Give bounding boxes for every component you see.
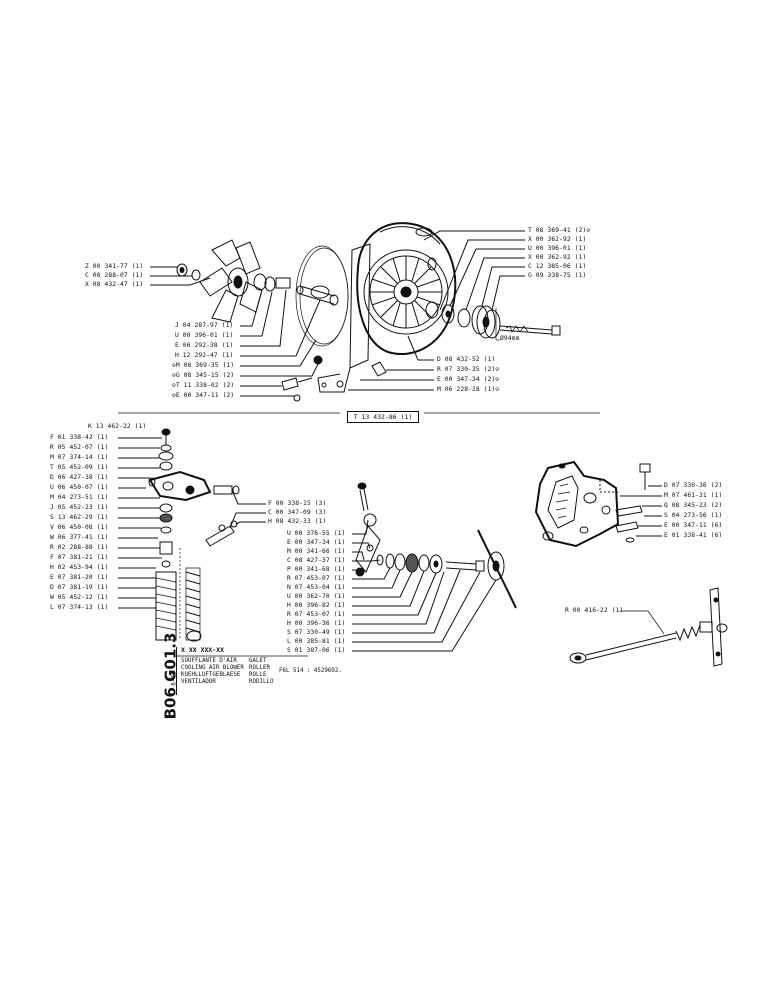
desc-left-line: KUEHLLUFTGEBLAESE [181, 672, 241, 678]
roller-label: M 00 341-66 (1) [287, 548, 346, 555]
fan-bottom-left-label: U 00 396-01 (1) [175, 332, 234, 339]
tensioner-label: R 05 452-07 (1) [50, 444, 109, 451]
tensioner-top-label: K 13 462-22 (1) [88, 423, 147, 430]
rod-label: R 00 416-22 (1) [565, 607, 624, 614]
fan-top-right-label: G 09 338-75 (1) [528, 272, 587, 279]
tensioner-label: E 07 381-20 (1) [50, 574, 109, 581]
tensioner-bolt [205, 520, 238, 547]
fan-bottom-right-label: E 00 347-34 (2)⊝ [437, 376, 500, 383]
roller-label: U 00 362-70 (1) [287, 593, 346, 600]
tensioner-label: L 07 374-13 (1) [50, 604, 109, 611]
fan-bottom-left-label: H 12 292-47 (1) [175, 352, 234, 359]
sheet-code-block: B06 G01.3 6-76 [155, 633, 179, 720]
roller-label: R 07 453-07 (1) [287, 611, 346, 618]
fan-top-left-label: C 08 288-07 (1) [85, 272, 144, 279]
tensioner-label: W 05 452-12 (1) [50, 594, 109, 601]
tension-rod [569, 587, 728, 667]
bracket-bolts [281, 355, 387, 402]
fan-bottom-left-label: ⊝E 00 347-11 (2) [172, 392, 235, 399]
roller-arm [355, 482, 381, 577]
assembly-reference: T 13 432-86 (1) [347, 411, 419, 423]
fan-bottom-right-label: R 07 330-25 (2)⊝ [437, 366, 500, 373]
bracket-label: Q 08 345-23 (2) [664, 502, 723, 509]
bracket-label: D 07 330-36 (2) [664, 482, 723, 489]
fan-bottom-left-label: J 04 287-97 (1) [175, 322, 234, 329]
fan-nut-washer [176, 263, 201, 281]
bracket-label: M 07 461-31 (1) [664, 492, 723, 499]
desc-right-line: ROLLE [249, 672, 267, 678]
tensioner-label: T 05 452-09 (1) [50, 464, 109, 471]
tensioner-label: D 06 427-38 (1) [50, 474, 109, 481]
desc-right-line: RODILLO [249, 679, 274, 685]
fan-bottom-left-label: ⊝T 11 338-02 (2) [172, 382, 235, 389]
desc-right-line: ROLLER [249, 665, 270, 671]
desc-left-line: COOLING AIR BLOWER [181, 665, 244, 671]
roller-label: S 07 330-49 (1) [287, 629, 346, 636]
fan-top-right-label: X 00 362-92 (1) [528, 254, 587, 261]
tensioner-label: D 07 381-19 (1) [50, 584, 109, 591]
roller-label: S 01 387-06 (1) [287, 647, 346, 654]
roller-label: C 08 427-37 (1) [287, 557, 346, 564]
bracket-label: E 00 347-11 (6) [664, 522, 723, 529]
fan-top-right-label: T 08 369-41 (2)⊝ [528, 227, 591, 234]
desc-left-line: VENTILADOR [181, 679, 216, 685]
tensioner-right-label: C 00 347-09 (3) [268, 509, 327, 516]
roller-label: U 00 376-55 (1) [287, 530, 346, 537]
tensioner-label: F 01 338-42 (1) [50, 434, 109, 441]
fan-bottom-right-label: M 06 228-28 (1)⊝ [437, 386, 500, 393]
tensioner-right-label: H 08 432-33 (1) [268, 518, 327, 525]
tensioner-label: V 06 450-08 (1) [50, 524, 109, 531]
roller-wheel [477, 529, 517, 609]
tensioner-leader-lines [118, 437, 266, 609]
fan-top-right-label: C 12 385-06 (1) [528, 263, 587, 270]
roller-label: R 07 453-07 (1) [287, 575, 346, 582]
description-block: X XX XXX-XX SOUFFLANTE D'AIR COOLING AIR… [176, 646, 342, 695]
roller-leader-lines [352, 519, 497, 652]
roller-label: P 00 341-68 (1) [287, 566, 346, 573]
hub-bearing [253, 273, 291, 292]
tensioner-column [148, 428, 240, 642]
fan-top-right-label: X 00 362-92 (1) [528, 236, 587, 243]
fan-top-left-label: Z 00 341-77 (1) [85, 263, 144, 270]
tensioner-label: H 02 453-94 (1) [50, 564, 109, 571]
fan-top-left-label: X 08 432-47 (1) [85, 281, 144, 288]
tensioner-label: M 07 374-14 (1) [50, 454, 109, 461]
tensioner-label: U 06 450-07 (1) [50, 484, 109, 491]
fan-shaft [296, 285, 339, 306]
blower-housing [356, 222, 457, 355]
part-number-pattern: X XX XXX-XX [181, 646, 225, 654]
bracket-label: E 01 338-41 (6) [664, 532, 723, 539]
tensioner-label: R 02 288-88 (1) [50, 544, 109, 551]
bracket-label: S 04 273-56 (1) [664, 512, 723, 519]
roller-label: L 00 385-81 (1) [287, 638, 346, 645]
fan-bottom-right-label: D 08 432-52 (1) [437, 356, 496, 363]
fan-leader-lines [150, 230, 525, 397]
roller-label: N 07 453-04 (1) [287, 584, 346, 591]
fan-bottom-left-label: ⊝M 08 369-35 (1) [172, 362, 235, 369]
tensioner-label: F 07 381-21 (1) [50, 554, 109, 561]
roller-bearings [376, 553, 485, 574]
fan-top-right-label: U 00 396-01 (1) [528, 245, 587, 252]
tensioner-label: M 04 273-51 (1) [50, 494, 109, 501]
bracket-leader-lines [599, 480, 662, 537]
fan-bottom-left-label: ⊝G 08 345-15 (2) [172, 372, 235, 379]
fan-bottom-left-label: E 06 292-38 (1) [175, 342, 234, 349]
tensioner-right-label: F 00 338-15 (3) [268, 500, 327, 507]
mounting-bracket [534, 460, 651, 548]
roller-label: E 00 347-34 (1) [287, 539, 346, 546]
tensioner-spring [179, 548, 201, 641]
blower-bracket [317, 243, 371, 393]
engine-reference: F6L 514 : 4529692. [279, 668, 342, 674]
tensioner-label: S 13 462-29 (1) [50, 514, 109, 521]
drive-belt [295, 245, 349, 347]
tensioner-label: J 05 452-23 (1) [50, 504, 109, 511]
desc-left-line: SOUFFLANTE D'AIR [181, 658, 237, 664]
fan-impeller [199, 239, 263, 323]
roller-label: H 00 396-82 (1) [287, 602, 346, 609]
tensioner-label: W 06 377-41 (1) [50, 534, 109, 541]
roller-label: H 00 396-36 (1) [287, 620, 346, 627]
pulley-diameter-label: Ø94mm [500, 335, 520, 342]
desc-right-line: GALET [249, 658, 267, 664]
